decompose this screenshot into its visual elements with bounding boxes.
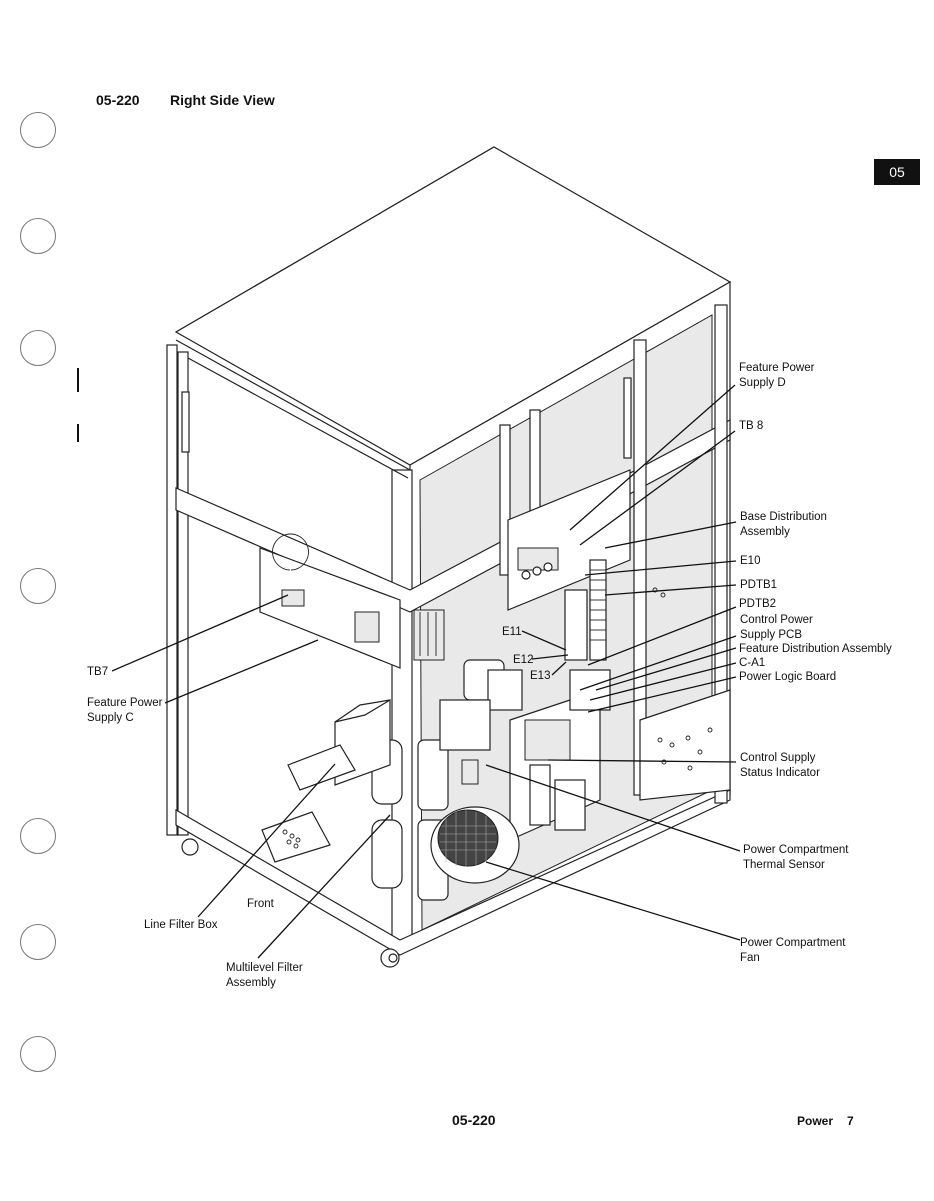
- label-power-compartment-fan: Power Compartment Fan: [740, 937, 846, 964]
- label-feature-power-supply-d: Feature Power Supply D: [739, 362, 815, 389]
- label-e11: E11: [502, 626, 522, 638]
- label-e13: E13: [530, 670, 551, 682]
- binder-hole: [20, 330, 56, 366]
- label-base-distribution-assembly: Base Distribution Assembly: [740, 511, 827, 538]
- binder-hole: [20, 218, 56, 254]
- change-bar: [77, 368, 79, 392]
- binder-hole: [20, 568, 56, 604]
- label-power-logic-board: Power Logic Board: [739, 671, 837, 683]
- change-bar: [77, 424, 79, 442]
- label-e10: E10: [740, 555, 761, 567]
- label-multilevel-filter-assembly: Multilevel Filter Assembly: [226, 962, 303, 989]
- footer-page-ref: 05-220: [452, 1112, 496, 1128]
- footer-page-number: 7: [847, 1114, 854, 1128]
- label-feature-power-supply-c: Feature Power Supply C: [87, 697, 163, 724]
- label-control-supply-status-indicator: Control Supply Status Indicator: [740, 752, 820, 779]
- binder-hole: [20, 818, 56, 854]
- binder-hole: [20, 924, 56, 960]
- label-e12: E12: [513, 654, 534, 666]
- label-power-compartment-thermal-sensor: Power Compartment Thermal Sensor: [743, 844, 849, 871]
- page-title: Right Side View: [170, 92, 275, 108]
- section-tab: 05: [874, 159, 920, 185]
- section-number: 05-220: [96, 92, 140, 108]
- footer-section-name: Power: [797, 1114, 834, 1128]
- binder-hole: [20, 1036, 56, 1072]
- label-front: Front: [247, 898, 274, 910]
- binder-hole: [20, 112, 56, 148]
- label-pdtb1: PDTB1: [740, 579, 778, 591]
- label-pdtb2: PDTB2: [739, 598, 777, 610]
- label-control-power-supply-pcb: Control Power Supply PCB: [740, 614, 813, 641]
- label-tb8: TB 8: [739, 420, 764, 432]
- label-c-a1: C-A1: [739, 657, 766, 669]
- label-tb7: TB7: [87, 666, 109, 678]
- label-feature-distribution-assembly: Feature Distribution Assembly: [739, 643, 892, 655]
- label-line-filter-box: Line Filter Box: [144, 919, 218, 931]
